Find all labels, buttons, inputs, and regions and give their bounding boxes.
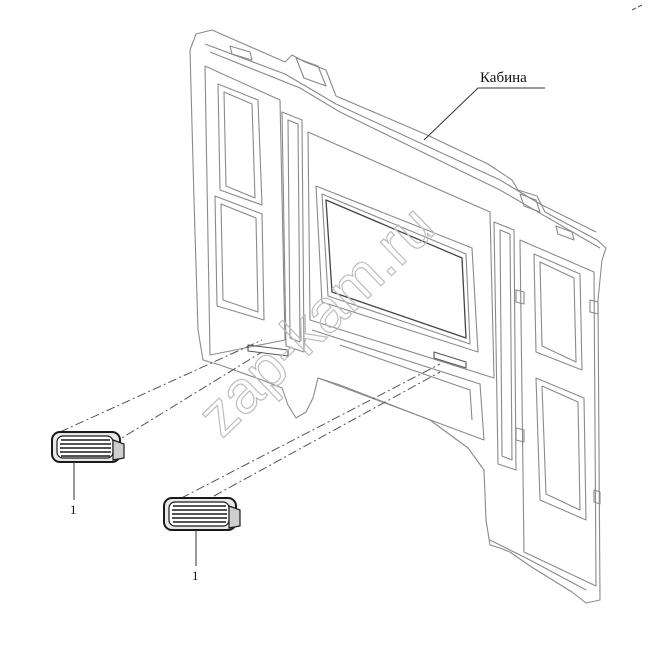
center-lower-panel [311,329,485,441]
grille-a-end-cap [112,439,125,461]
left-window-lower [214,195,265,321]
center-panel-frame [307,131,495,379]
cab-bottom-sill [489,539,587,591]
top-bracket-2 [295,57,327,87]
grille-b-slats [172,505,227,523]
top-bracket-3 [519,193,541,213]
rear-window-inner [321,193,471,345]
wall-tab-1 [515,289,525,305]
assembly-lines [59,339,441,507]
cab-left-frame [204,65,286,356]
cab-top-rail [204,43,597,233]
watermark-text: zap-kam.ru [185,192,447,449]
left-window-upper [217,83,263,206]
cab-rear-wall [189,29,607,604]
assembly-line-b-upper [165,363,441,507]
rear-window-outer [315,185,479,353]
part-number-label-a: 1 [70,502,77,517]
right-window-lower [535,377,587,521]
right-window-upper-inner [539,261,577,363]
cab-right-frame [519,239,597,587]
rear-window-glass [325,199,467,339]
assembly-line-b-lower [213,371,441,497]
wall-slot-left [247,344,289,357]
right-pillar-inner [499,229,513,461]
assembly-line-a-upper [59,339,263,433]
wall-tab-3 [593,489,601,505]
cab-wall-outline [189,29,607,604]
right-window-lower-inner [541,385,581,511]
wall-slot-right [433,351,467,369]
corner-mark-icon [631,4,643,11]
left-window-upper-inner [223,91,256,199]
top-bracket-4 [555,225,575,241]
assembly-line-a-lower [111,351,263,445]
left-pillar [281,111,305,353]
wall-tab-2 [515,427,525,443]
vent-grille-part-a [51,431,125,463]
cab-leader-line [423,87,545,141]
part-number-label-b: 1 [192,568,199,583]
left-pillar-inner [287,119,301,343]
top-bracket-1 [229,45,253,61]
cab-label: Кабина [480,70,527,86]
center-lower-panel-line [339,344,473,421]
grille-a-slats [60,439,111,457]
wall-tab-4 [589,299,599,315]
grille-b-end-cap [228,505,241,529]
right-pillar [493,221,517,471]
vent-grille-part-b [163,497,241,531]
right-window-upper [533,253,583,371]
left-window-lower-inner [220,203,259,313]
